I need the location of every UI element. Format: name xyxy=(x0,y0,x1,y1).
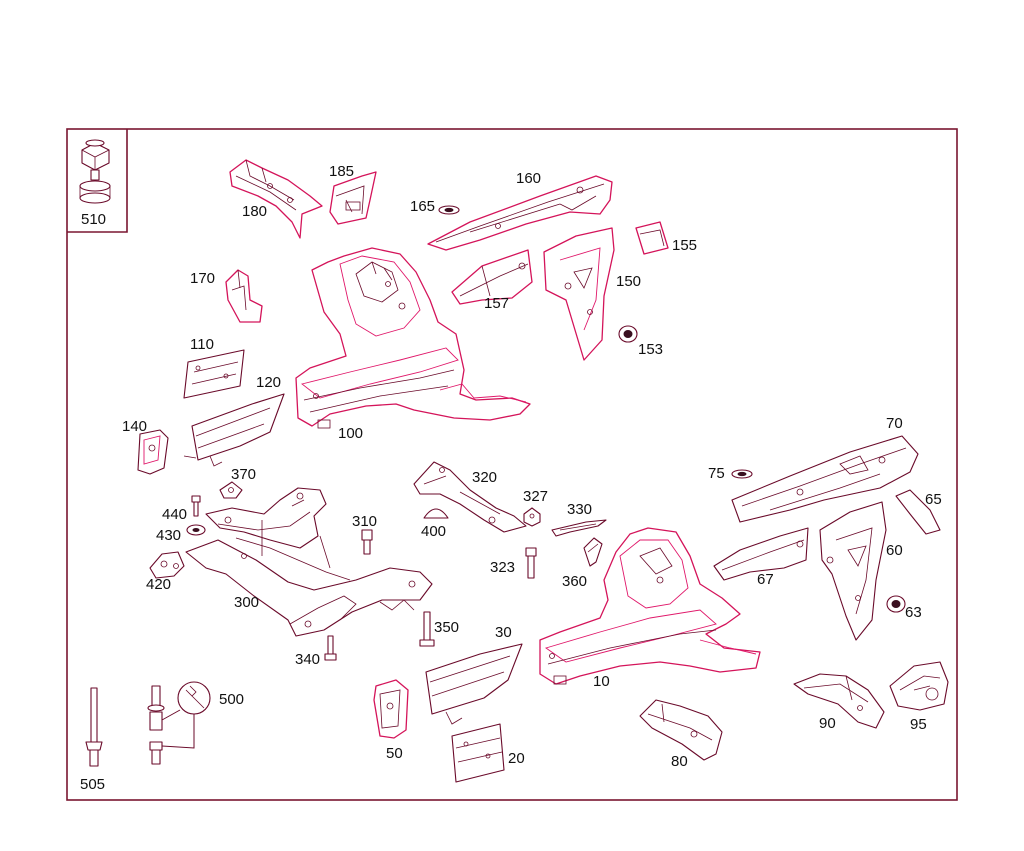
part-300-subframe xyxy=(185,487,433,637)
part-327-nut xyxy=(523,507,541,527)
callout-350: 350 xyxy=(434,619,459,636)
callout-75: 75 xyxy=(708,465,725,482)
callout-50: 50 xyxy=(386,745,403,762)
part-505-long-bolt xyxy=(85,687,103,767)
callout-440: 440 xyxy=(162,506,187,523)
callout-370: 370 xyxy=(231,466,256,483)
callout-320: 320 xyxy=(472,469,497,486)
callout-63: 63 xyxy=(905,604,922,621)
part-63-plug xyxy=(886,595,906,613)
callout-510: 510 xyxy=(81,211,106,228)
part-350-bolt xyxy=(419,611,435,647)
callout-327: 327 xyxy=(523,488,548,505)
callout-70: 70 xyxy=(886,415,903,432)
part-50-bracket xyxy=(373,679,409,739)
part-310-bolt xyxy=(361,529,373,555)
callout-140: 140 xyxy=(122,418,147,435)
callout-500: 500 xyxy=(219,691,244,708)
part-180-bracket xyxy=(229,159,323,239)
part-157-panel xyxy=(451,249,533,305)
part-155-pad xyxy=(635,221,669,255)
callout-20: 20 xyxy=(508,750,525,767)
part-165-clip xyxy=(438,205,460,215)
part-100-front-structure xyxy=(295,247,531,429)
callout-100: 100 xyxy=(338,425,363,442)
part-170-bracket xyxy=(225,269,263,323)
part-90-bracket xyxy=(793,673,885,729)
callout-10: 10 xyxy=(593,673,610,690)
callout-90: 90 xyxy=(819,715,836,732)
part-67-panel xyxy=(713,527,809,581)
part-500-bolt-set xyxy=(147,681,211,765)
part-360-sensor xyxy=(583,537,603,567)
callout-310: 310 xyxy=(352,513,377,530)
callout-160: 160 xyxy=(516,170,541,187)
callout-67: 67 xyxy=(757,571,774,588)
part-140-bracket xyxy=(137,429,169,475)
callout-170: 170 xyxy=(190,270,215,287)
callout-180: 180 xyxy=(242,203,267,220)
callout-80: 80 xyxy=(671,753,688,770)
part-150-pillar xyxy=(543,227,615,361)
part-440-bolt xyxy=(191,495,201,517)
callout-300: 300 xyxy=(234,594,259,611)
part-400-cap xyxy=(423,508,449,519)
part-510-nut-washer xyxy=(79,139,111,204)
callout-360: 360 xyxy=(562,573,587,590)
part-185-bracket xyxy=(329,171,377,225)
part-320-bracket xyxy=(413,461,527,533)
callout-157: 157 xyxy=(484,295,509,312)
part-20-plate xyxy=(451,723,505,783)
callout-505: 505 xyxy=(80,776,105,793)
inset-box-510 xyxy=(67,129,128,233)
callout-323: 323 xyxy=(490,559,515,576)
part-80-bracket xyxy=(639,699,723,761)
part-370-clip xyxy=(219,481,243,499)
part-95-bracket xyxy=(889,661,949,711)
part-70-rail xyxy=(731,435,919,523)
part-430-washer xyxy=(186,524,206,536)
callout-420: 420 xyxy=(146,576,171,593)
part-110-plate xyxy=(183,349,245,399)
callout-95: 95 xyxy=(910,716,927,733)
callout-65: 65 xyxy=(925,491,942,508)
callout-185: 185 xyxy=(329,163,354,180)
callout-400: 400 xyxy=(421,523,446,540)
part-65-pad xyxy=(895,489,941,535)
callout-150: 150 xyxy=(616,273,641,290)
callout-430: 430 xyxy=(156,527,181,544)
part-340-bolt xyxy=(324,635,337,661)
part-120-sill xyxy=(183,393,285,467)
callout-340: 340 xyxy=(295,651,320,668)
part-153-plug xyxy=(618,325,638,343)
callout-30: 30 xyxy=(495,624,512,641)
part-323-bolt xyxy=(525,547,537,579)
callout-120: 120 xyxy=(256,374,281,391)
part-75-clip xyxy=(731,469,753,479)
part-160-rail xyxy=(427,175,613,251)
callout-155: 155 xyxy=(672,237,697,254)
diagram-frame xyxy=(66,128,958,801)
callout-153: 153 xyxy=(638,341,663,358)
part-420-mount xyxy=(149,551,185,579)
callout-330: 330 xyxy=(567,501,592,518)
callout-60: 60 xyxy=(886,542,903,559)
part-10-front-structure xyxy=(539,527,761,685)
callout-110: 110 xyxy=(190,336,214,353)
part-30-sill xyxy=(425,643,523,725)
callout-165: 165 xyxy=(410,198,435,215)
part-60-pillar xyxy=(819,501,887,641)
part-330-strip xyxy=(551,519,607,537)
